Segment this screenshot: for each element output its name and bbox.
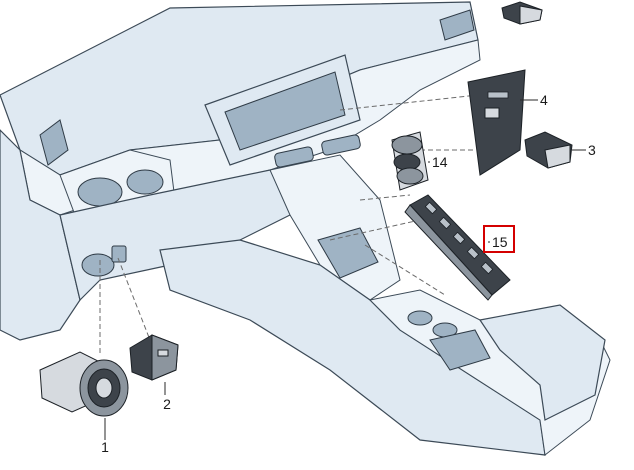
callout-labels: 1 2 3 4 14 15: [101, 92, 596, 455]
part-1-light-switch[interactable]: [39, 351, 129, 417]
callout-15: 15: [492, 234, 508, 250]
callout-3: 3: [588, 142, 596, 158]
callout-2: 2: [163, 396, 171, 412]
leader-lines: [104, 99, 586, 440]
callout-4: 4: [540, 92, 548, 108]
part-15-switch-module[interactable]: [404, 194, 511, 301]
highlight-box: [483, 225, 515, 253]
installation-reference-lines: [99, 94, 479, 355]
part-2-switch[interactable]: [129, 334, 179, 381]
callout-1: 1: [101, 439, 109, 455]
dashboard-assembly: [0, 1, 611, 456]
top-connector: [501, 1, 543, 25]
part-14-rotary-switch[interactable]: [391, 131, 429, 191]
part-4-switch-panel[interactable]: [467, 69, 526, 176]
part-3-switch[interactable]: [524, 131, 573, 169]
callout-14: 14: [432, 154, 448, 170]
